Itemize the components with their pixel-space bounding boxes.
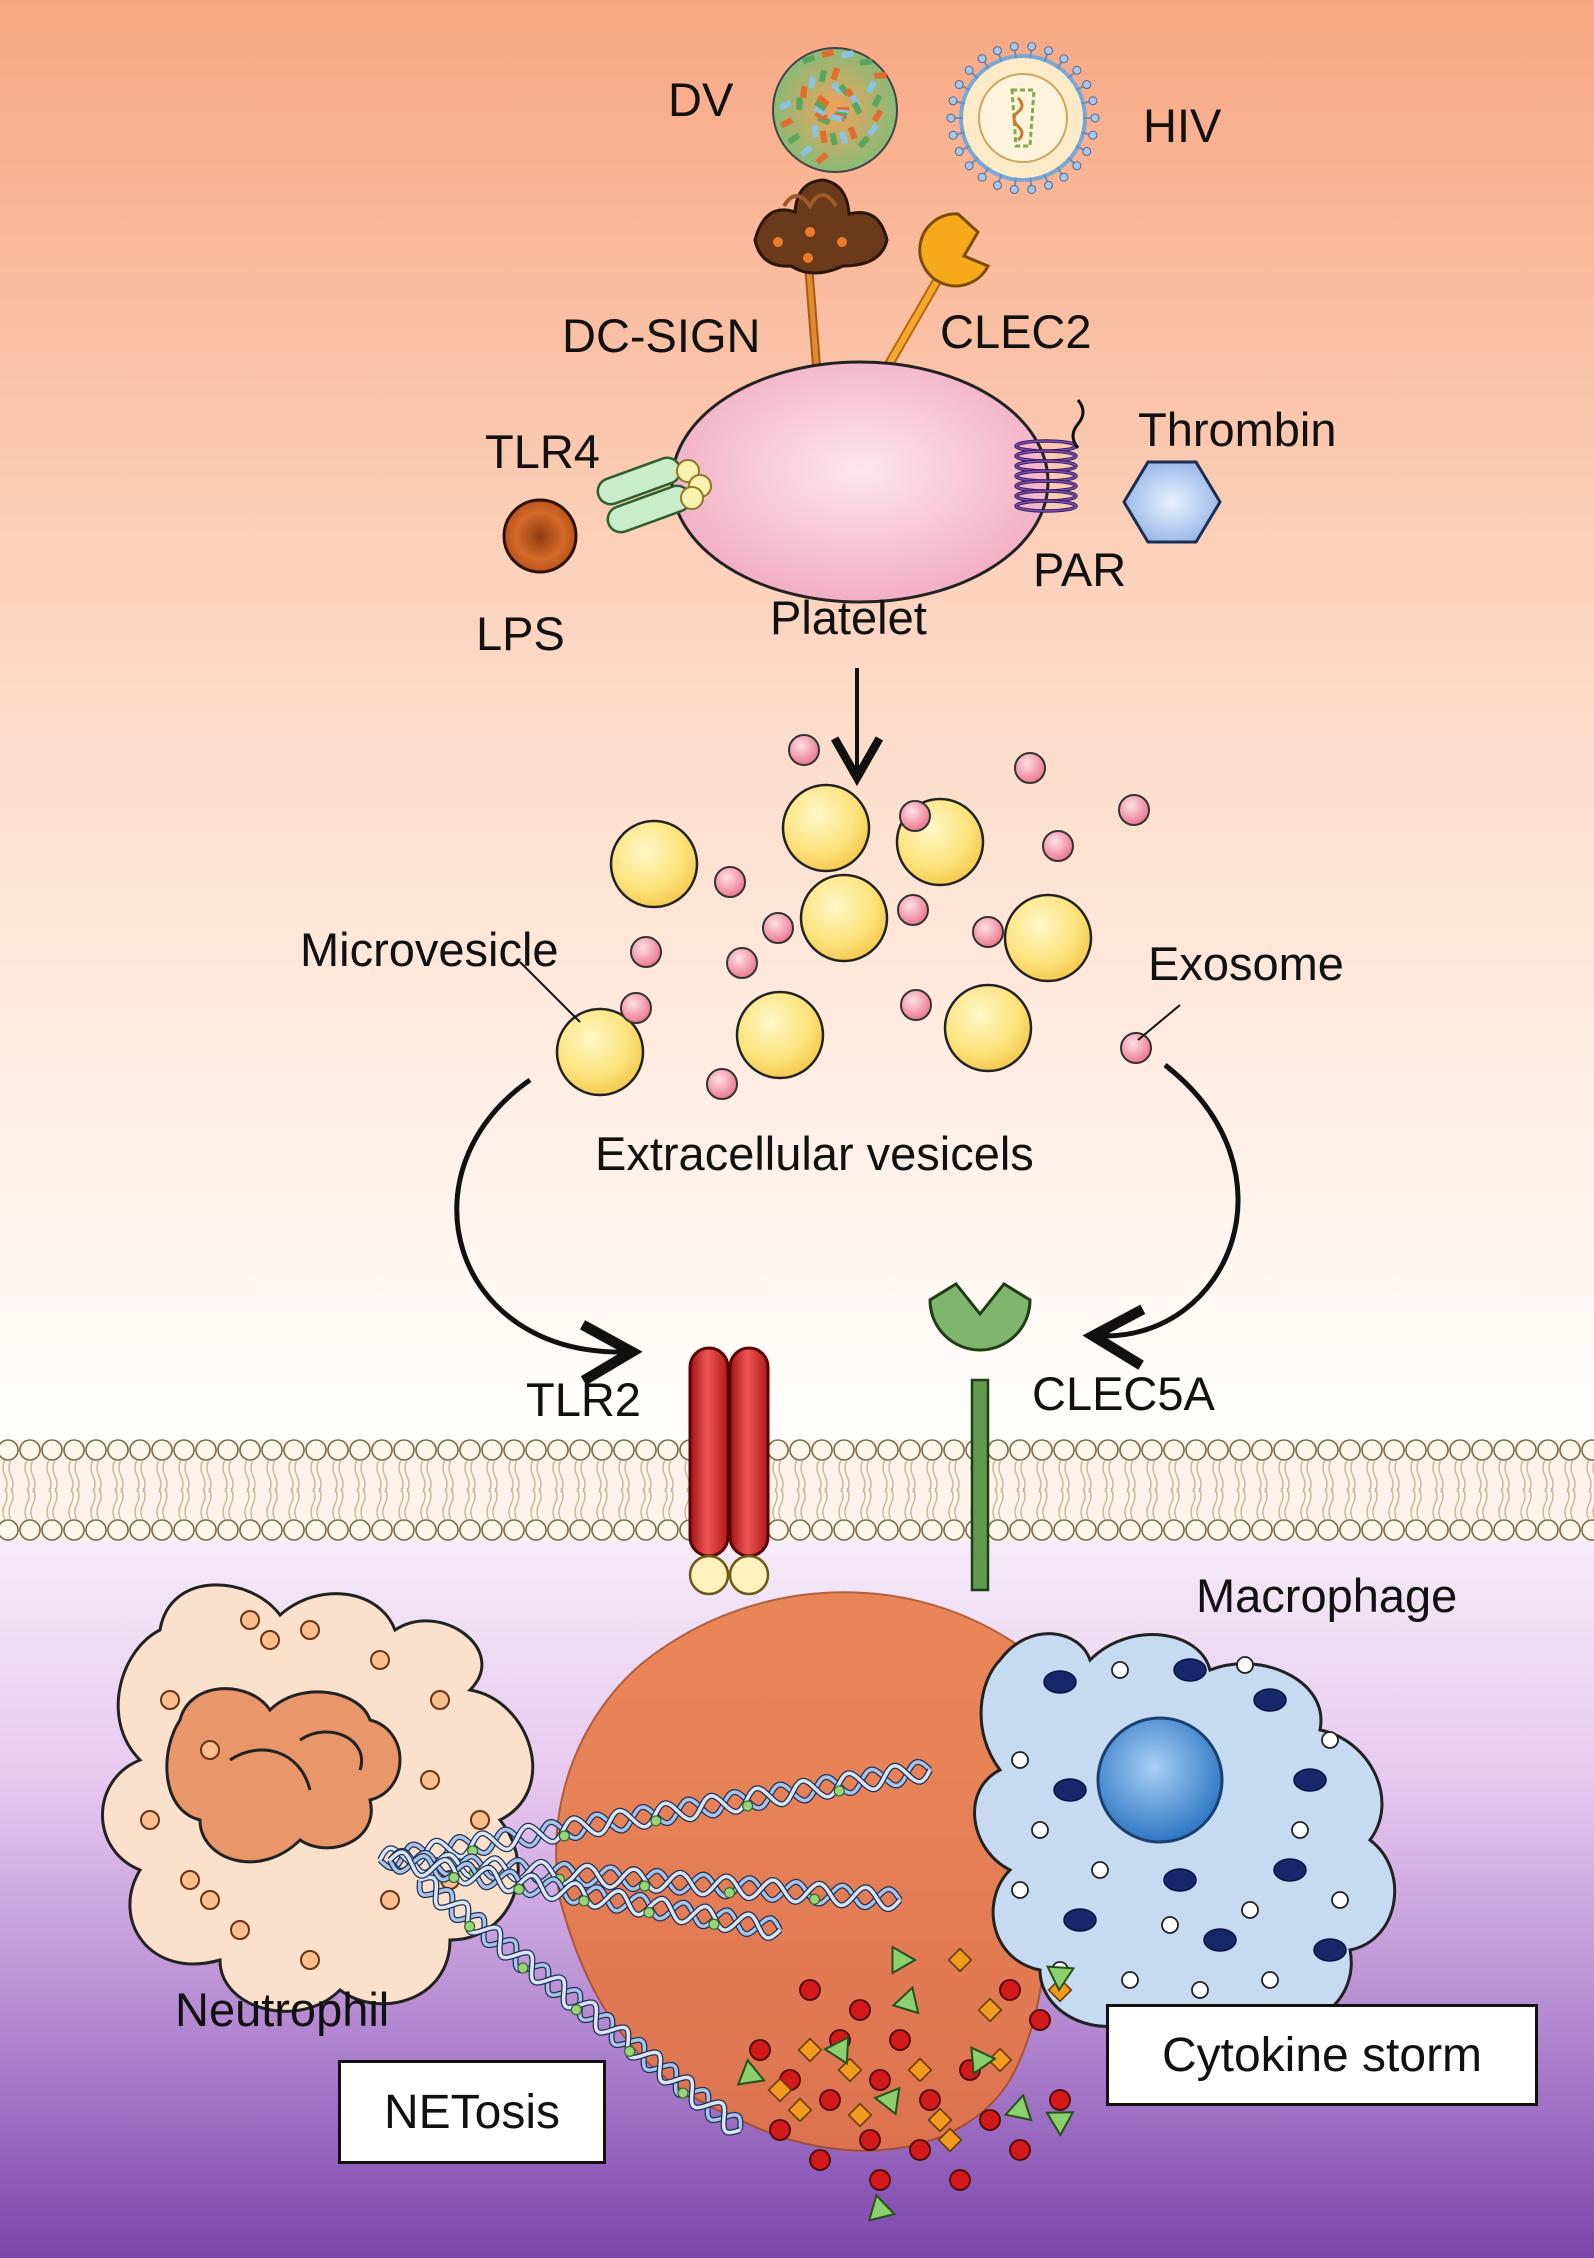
exosome-11 [726, 947, 758, 979]
platelet-cell [670, 360, 1050, 604]
exosome-3 [1118, 794, 1150, 826]
exosome-9 [972, 916, 1004, 948]
microvesicle-7 [735, 990, 825, 1080]
extracellular-vesicles-label: Extracellular vesicels [595, 1127, 1034, 1180]
neutrophil-cell [101, 1583, 535, 2013]
cytokine-storm-box: Cytokine storm [1106, 2004, 1538, 2106]
exosome-4 [899, 800, 931, 832]
microvesicle-4 [799, 873, 889, 963]
cytokine-particles [736, 1945, 1076, 2222]
tlr4-label: TLR4 [485, 425, 600, 478]
hiv-label: HIV [1143, 99, 1222, 152]
exosome-10 [630, 936, 662, 968]
microvesicle-8 [943, 983, 1033, 1073]
exosome-2 [1014, 752, 1046, 784]
dengue-virus-icon [772, 47, 898, 173]
platelet-label: Platelet [770, 591, 927, 644]
exosome-8 [762, 912, 794, 944]
exosome-1 [788, 734, 820, 766]
par-receptor [1014, 399, 1085, 513]
exosome-13 [620, 992, 652, 1024]
microvesicle-5 [1003, 893, 1093, 983]
exosome-label: Exosome [1148, 937, 1344, 990]
microvesicle-label: Microvesicle [300, 923, 559, 976]
exosome-6 [714, 866, 746, 898]
clec5a-receptor [928, 1282, 1032, 1592]
tlr2-receptor [688, 1346, 770, 1596]
exosome-callout-line [1137, 1004, 1181, 1041]
microvesicle-callout-line [519, 961, 581, 1023]
macrophage-cell [973, 1632, 1397, 2052]
dv-label: DV [668, 73, 734, 126]
netosis-box: NETosis [338, 2060, 606, 2164]
cell-membrane [0, 1439, 1594, 1541]
exosome-14 [1120, 1032, 1152, 1064]
clec5a-label: CLEC5A [1032, 1367, 1216, 1420]
exosome-12 [900, 989, 932, 1021]
net-dna-strands [377, 1758, 933, 2136]
thrombin-icon [1122, 460, 1222, 544]
lps-label: LPS [476, 607, 565, 660]
dc-sign-label: DC-SIGN [562, 309, 760, 362]
exosome-to-clec5a-arrow [1082, 1063, 1241, 1370]
par-label: PAR [1033, 543, 1126, 596]
microvesicle-to-tlr2-arrow [454, 1077, 643, 1386]
extracellular-vesicles [555, 734, 1152, 1100]
exosome-15 [706, 1068, 738, 1100]
exosome-7 [897, 894, 929, 926]
tlr2-label: TLR2 [526, 1373, 641, 1426]
neutrophil-label: Neutrophil [175, 1983, 389, 2036]
exosome-5 [1042, 830, 1074, 862]
microvesicle-1 [781, 783, 871, 873]
microvesicle-3 [609, 819, 699, 909]
microvesicle-6 [555, 1007, 645, 1097]
hiv-virus-icon [946, 42, 1100, 194]
thrombin-label: Thrombin [1138, 403, 1337, 456]
clec2-label: CLEC2 [940, 305, 1092, 358]
macrophage-label: Macrophage [1196, 1569, 1457, 1622]
tlr4-receptor [596, 456, 712, 534]
lps-icon [502, 498, 578, 574]
